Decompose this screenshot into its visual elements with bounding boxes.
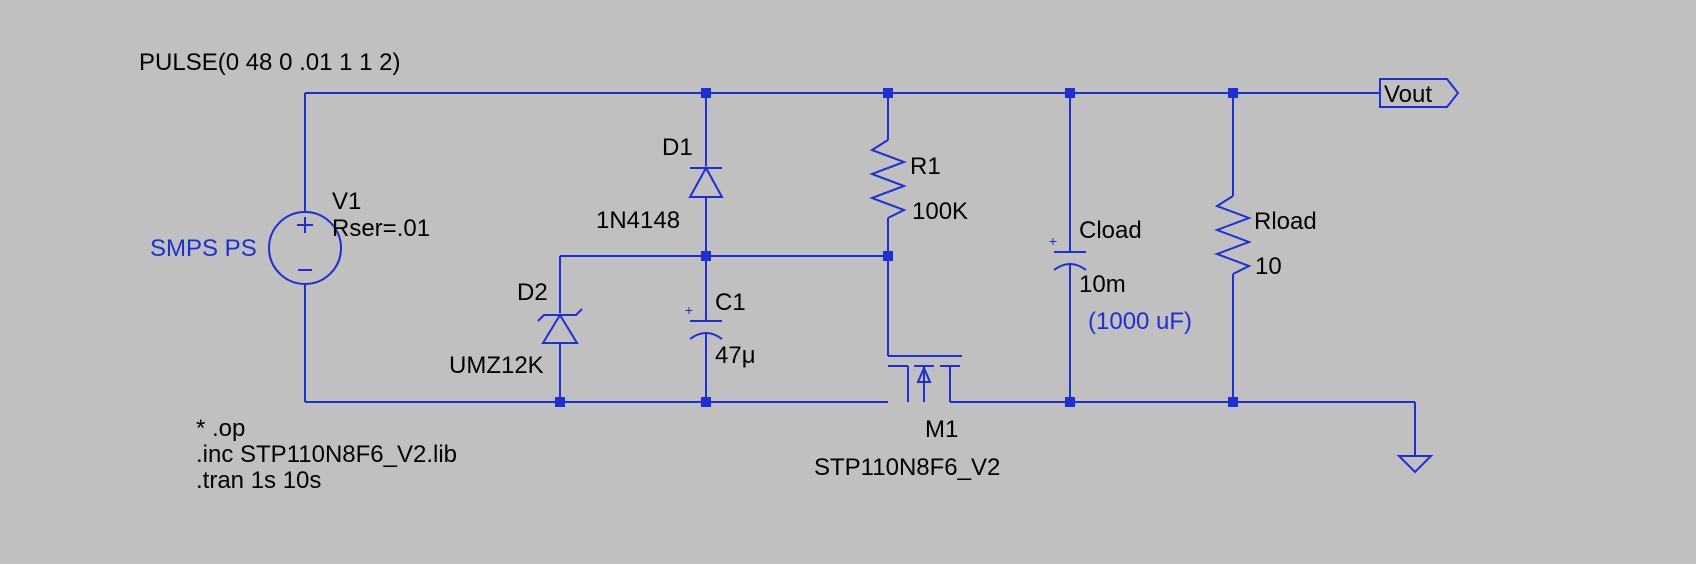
net-label-vout[interactable]: Vout — [1379, 78, 1460, 108]
v1-function-label[interactable]: PULSE(0 48 0 .01 1 1 2) — [139, 49, 401, 76]
resistor-r1[interactable] — [869, 139, 907, 219]
mosfet-m1[interactable] — [888, 355, 964, 403]
net-label-flag-icon — [1379, 78, 1460, 108]
capacitor-cload[interactable]: + — [1049, 233, 1087, 271]
junction-r1-node — [883, 251, 893, 261]
capacitor-plus-icon: + — [1049, 233, 1057, 249]
junction-d2-bottom — [555, 397, 565, 407]
r1-value-label[interactable]: 100K — [912, 198, 968, 225]
voltage-source-v1[interactable] — [268, 211, 342, 285]
junction-c1-node — [701, 251, 711, 261]
d1-model-label[interactable]: 1N4148 — [596, 207, 680, 234]
junction-rload-top — [1228, 88, 1238, 98]
c1-value-label[interactable]: 47μ — [715, 342, 756, 369]
rload-value-label[interactable]: 10 — [1255, 253, 1282, 280]
diode-triangle-icon — [688, 165, 724, 198]
net-label-vout-text: Vout — [1384, 81, 1432, 108]
wires — [304, 92, 1416, 456]
m1-model-label[interactable]: STP110N8F6_V2 — [814, 454, 1000, 481]
cload-ref-label[interactable]: Cload — [1079, 217, 1142, 244]
capacitor-plus-icon: + — [685, 302, 693, 318]
cload-value-label[interactable]: 10m — [1079, 271, 1126, 298]
junction-d1-top — [701, 88, 711, 98]
r1-ref-label[interactable]: R1 — [910, 153, 941, 180]
rload-ref-label[interactable]: Rload — [1254, 208, 1317, 235]
directive-inc[interactable]: .inc STP110N8F6_V2.lib — [196, 441, 457, 468]
capacitor-curved-plate-icon — [1053, 263, 1087, 271]
mosfet-body-arrow-icon — [916, 365, 932, 383]
d2-ref-label[interactable]: D2 — [517, 279, 548, 306]
v1-comment-label[interactable]: SMPS PS — [150, 235, 257, 262]
zener-triangle-icon — [541, 313, 579, 344]
d1-ref-label[interactable]: D1 — [662, 134, 693, 161]
zener-diode-d2[interactable] — [537, 308, 583, 344]
ground-icon — [1396, 455, 1434, 474]
voltage-source-icon — [268, 211, 342, 285]
m1-ref-label[interactable]: M1 — [925, 416, 958, 443]
junction-c1-bottom — [701, 397, 711, 407]
d2-model-label[interactable]: UMZ12K — [449, 352, 544, 379]
resistor-rload[interactable] — [1214, 195, 1252, 275]
v1-ref-label[interactable]: V1 — [332, 188, 361, 215]
capacitor-curved-plate-icon — [689, 332, 723, 340]
junction-cload-top — [1065, 88, 1075, 98]
junctions — [555, 88, 1238, 407]
cload-comment-label[interactable]: (1000 uF) — [1088, 308, 1192, 335]
directive-op[interactable]: * .op — [196, 415, 245, 442]
resistor-zigzag-icon — [1214, 195, 1252, 275]
directive-tran[interactable]: .tran 1s 10s — [196, 467, 321, 494]
capacitor-c1[interactable]: + — [685, 302, 723, 340]
v1-rser-label[interactable]: Rser=.01 — [332, 215, 430, 242]
c1-ref-label[interactable]: C1 — [715, 289, 746, 316]
resistor-zigzag-icon — [869, 139, 907, 219]
junction-rload-bottom — [1228, 397, 1238, 407]
junction-cload-bottom — [1065, 397, 1075, 407]
diode-d1[interactable] — [688, 165, 724, 198]
ground-symbol[interactable] — [1396, 455, 1434, 474]
junction-r1-top — [883, 88, 893, 98]
